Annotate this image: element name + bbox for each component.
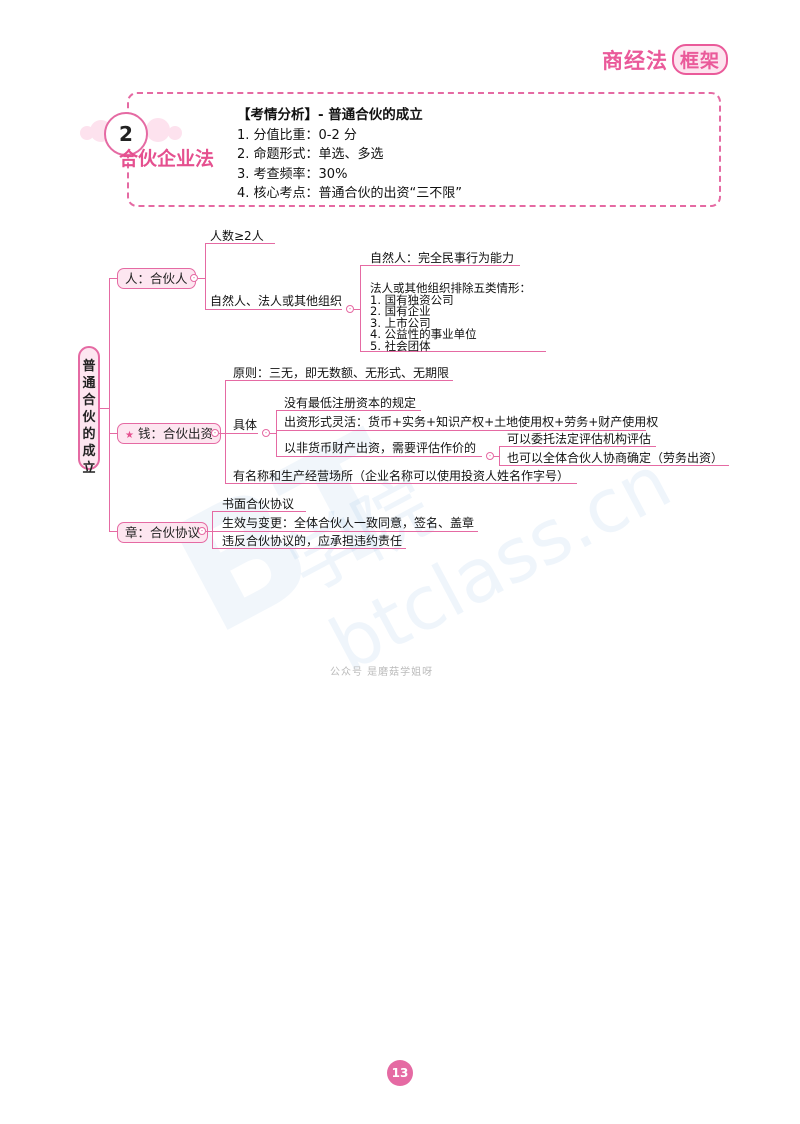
written-agreement: 书面合伙协议 [222, 497, 295, 511]
connector [354, 309, 360, 310]
connector [225, 433, 258, 434]
natural-person: 自然人：完全民事行为能力 [370, 251, 515, 265]
connector [276, 410, 421, 411]
decor-dot [168, 126, 182, 140]
person-orgs: 自然人、法人或其他组织 [210, 294, 343, 308]
connector [109, 278, 110, 532]
branch-agreement: 章：合伙协议 [117, 522, 209, 543]
connector [212, 548, 406, 549]
collapse-knob[interactable]: - [190, 274, 198, 282]
analysis-item: 1. 分值比重：0-2 分 [237, 127, 357, 143]
branch-money: ★ 钱：合伙出资 [117, 423, 221, 444]
exclusion-list: 法人或其他组织排除五类情形： 1. 国有独资公司 2. 国有企业 3. 上市公司… [370, 281, 531, 353]
section-title: 合伙企业法 [119, 148, 215, 170]
connector [109, 531, 117, 532]
collapse-knob[interactable]: - [211, 429, 219, 437]
connector [270, 433, 276, 434]
exclusion-item: 3. 上市公司 [370, 315, 431, 330]
connector [205, 243, 206, 310]
star-icon: ★ [125, 430, 134, 441]
page-number: 13 [387, 1060, 413, 1086]
analysis-heading: 【考情分析】- 普通合伙的成立 [237, 107, 423, 123]
collapse-knob[interactable]: - [346, 305, 354, 313]
decor-dot [146, 118, 170, 142]
connector [499, 446, 500, 465]
connector [499, 465, 729, 466]
connector [360, 265, 361, 351]
no-min-capital: 没有最低注册资本的规定 [284, 396, 417, 410]
exclusion-item: 5. 社会团体 [370, 338, 431, 353]
brand-frame: 框架 [671, 44, 728, 75]
breach-liability: 违反合伙协议的，应承担违约责任 [222, 534, 403, 548]
connector [109, 278, 117, 279]
brand-logo: 商经法 框架 [602, 44, 728, 75]
connector [212, 531, 478, 532]
name-and-place: 有名称和生产经营场所（企业名称可以使用投资人姓名作字号） [233, 469, 570, 483]
connector [225, 380, 453, 381]
mindmap-root: 普通合伙的成立 [78, 346, 100, 476]
connector [198, 278, 205, 279]
connector [109, 433, 117, 434]
credit-text: 公众号 是磨菇学姐呀 [330, 667, 434, 678]
money-specific: 具体 [233, 418, 258, 432]
connector [276, 430, 646, 431]
collapse-knob[interactable]: - [486, 452, 494, 460]
connector [499, 446, 656, 447]
exclusion-item: 1. 国有独资公司 [370, 292, 454, 307]
person-count: 人数≥2人 [210, 229, 264, 243]
connector [205, 309, 342, 310]
connector [225, 483, 577, 484]
analysis-content: 【考情分析】- 普通合伙的成立 1. 分值比重：0-2 分 2. 命题形式：单选… [237, 106, 462, 204]
connector [225, 380, 226, 483]
analysis-item: 4. 核心考点：普通合伙的出资“三不限” [237, 186, 463, 201]
collapse-knob[interactable]: - [262, 429, 270, 437]
connector [494, 456, 499, 457]
connector [360, 351, 546, 352]
analysis-item: 3. 考查频率：30% [237, 166, 348, 182]
connector [206, 531, 212, 532]
connector [360, 265, 520, 266]
connector [276, 456, 482, 457]
branch-person: 人：合伙人 [117, 268, 196, 289]
exclusion-title: 法人或其他组织排除五类情形： [370, 281, 531, 295]
exclusion-item: 4. 公益性的事业单位 [370, 327, 477, 341]
collapse-knob[interactable]: - [198, 527, 206, 535]
section-number: 2 [104, 112, 148, 156]
connector [205, 243, 275, 244]
connector [100, 408, 109, 409]
connector [212, 511, 213, 548]
brand-text: 商经法 [601, 48, 668, 73]
connector [212, 511, 306, 512]
connector [219, 433, 225, 434]
appraise-partners: 也可以全体合伙人协商确定（劳务出资） [507, 451, 724, 465]
money-principle: 原则：三无，即无数额、无形式、无期限 [233, 366, 450, 380]
analysis-item: 2. 命题形式：单选、多选 [237, 147, 384, 162]
non-money-contribution: 以非货币财产出资，需要评估作价的 [284, 441, 477, 455]
effect-and-change: 生效与变更：全体合伙人一致同意，签名、盖章 [222, 516, 475, 530]
contribution-forms: 出资形式灵活：货币+实务+知识产权+土地使用权+劳务+财产使用权 [284, 415, 659, 429]
connector [276, 410, 277, 456]
appraise-agency: 可以委托法定评估机构评估 [507, 432, 652, 446]
exclusion-item: 2. 国有企业 [370, 304, 431, 318]
